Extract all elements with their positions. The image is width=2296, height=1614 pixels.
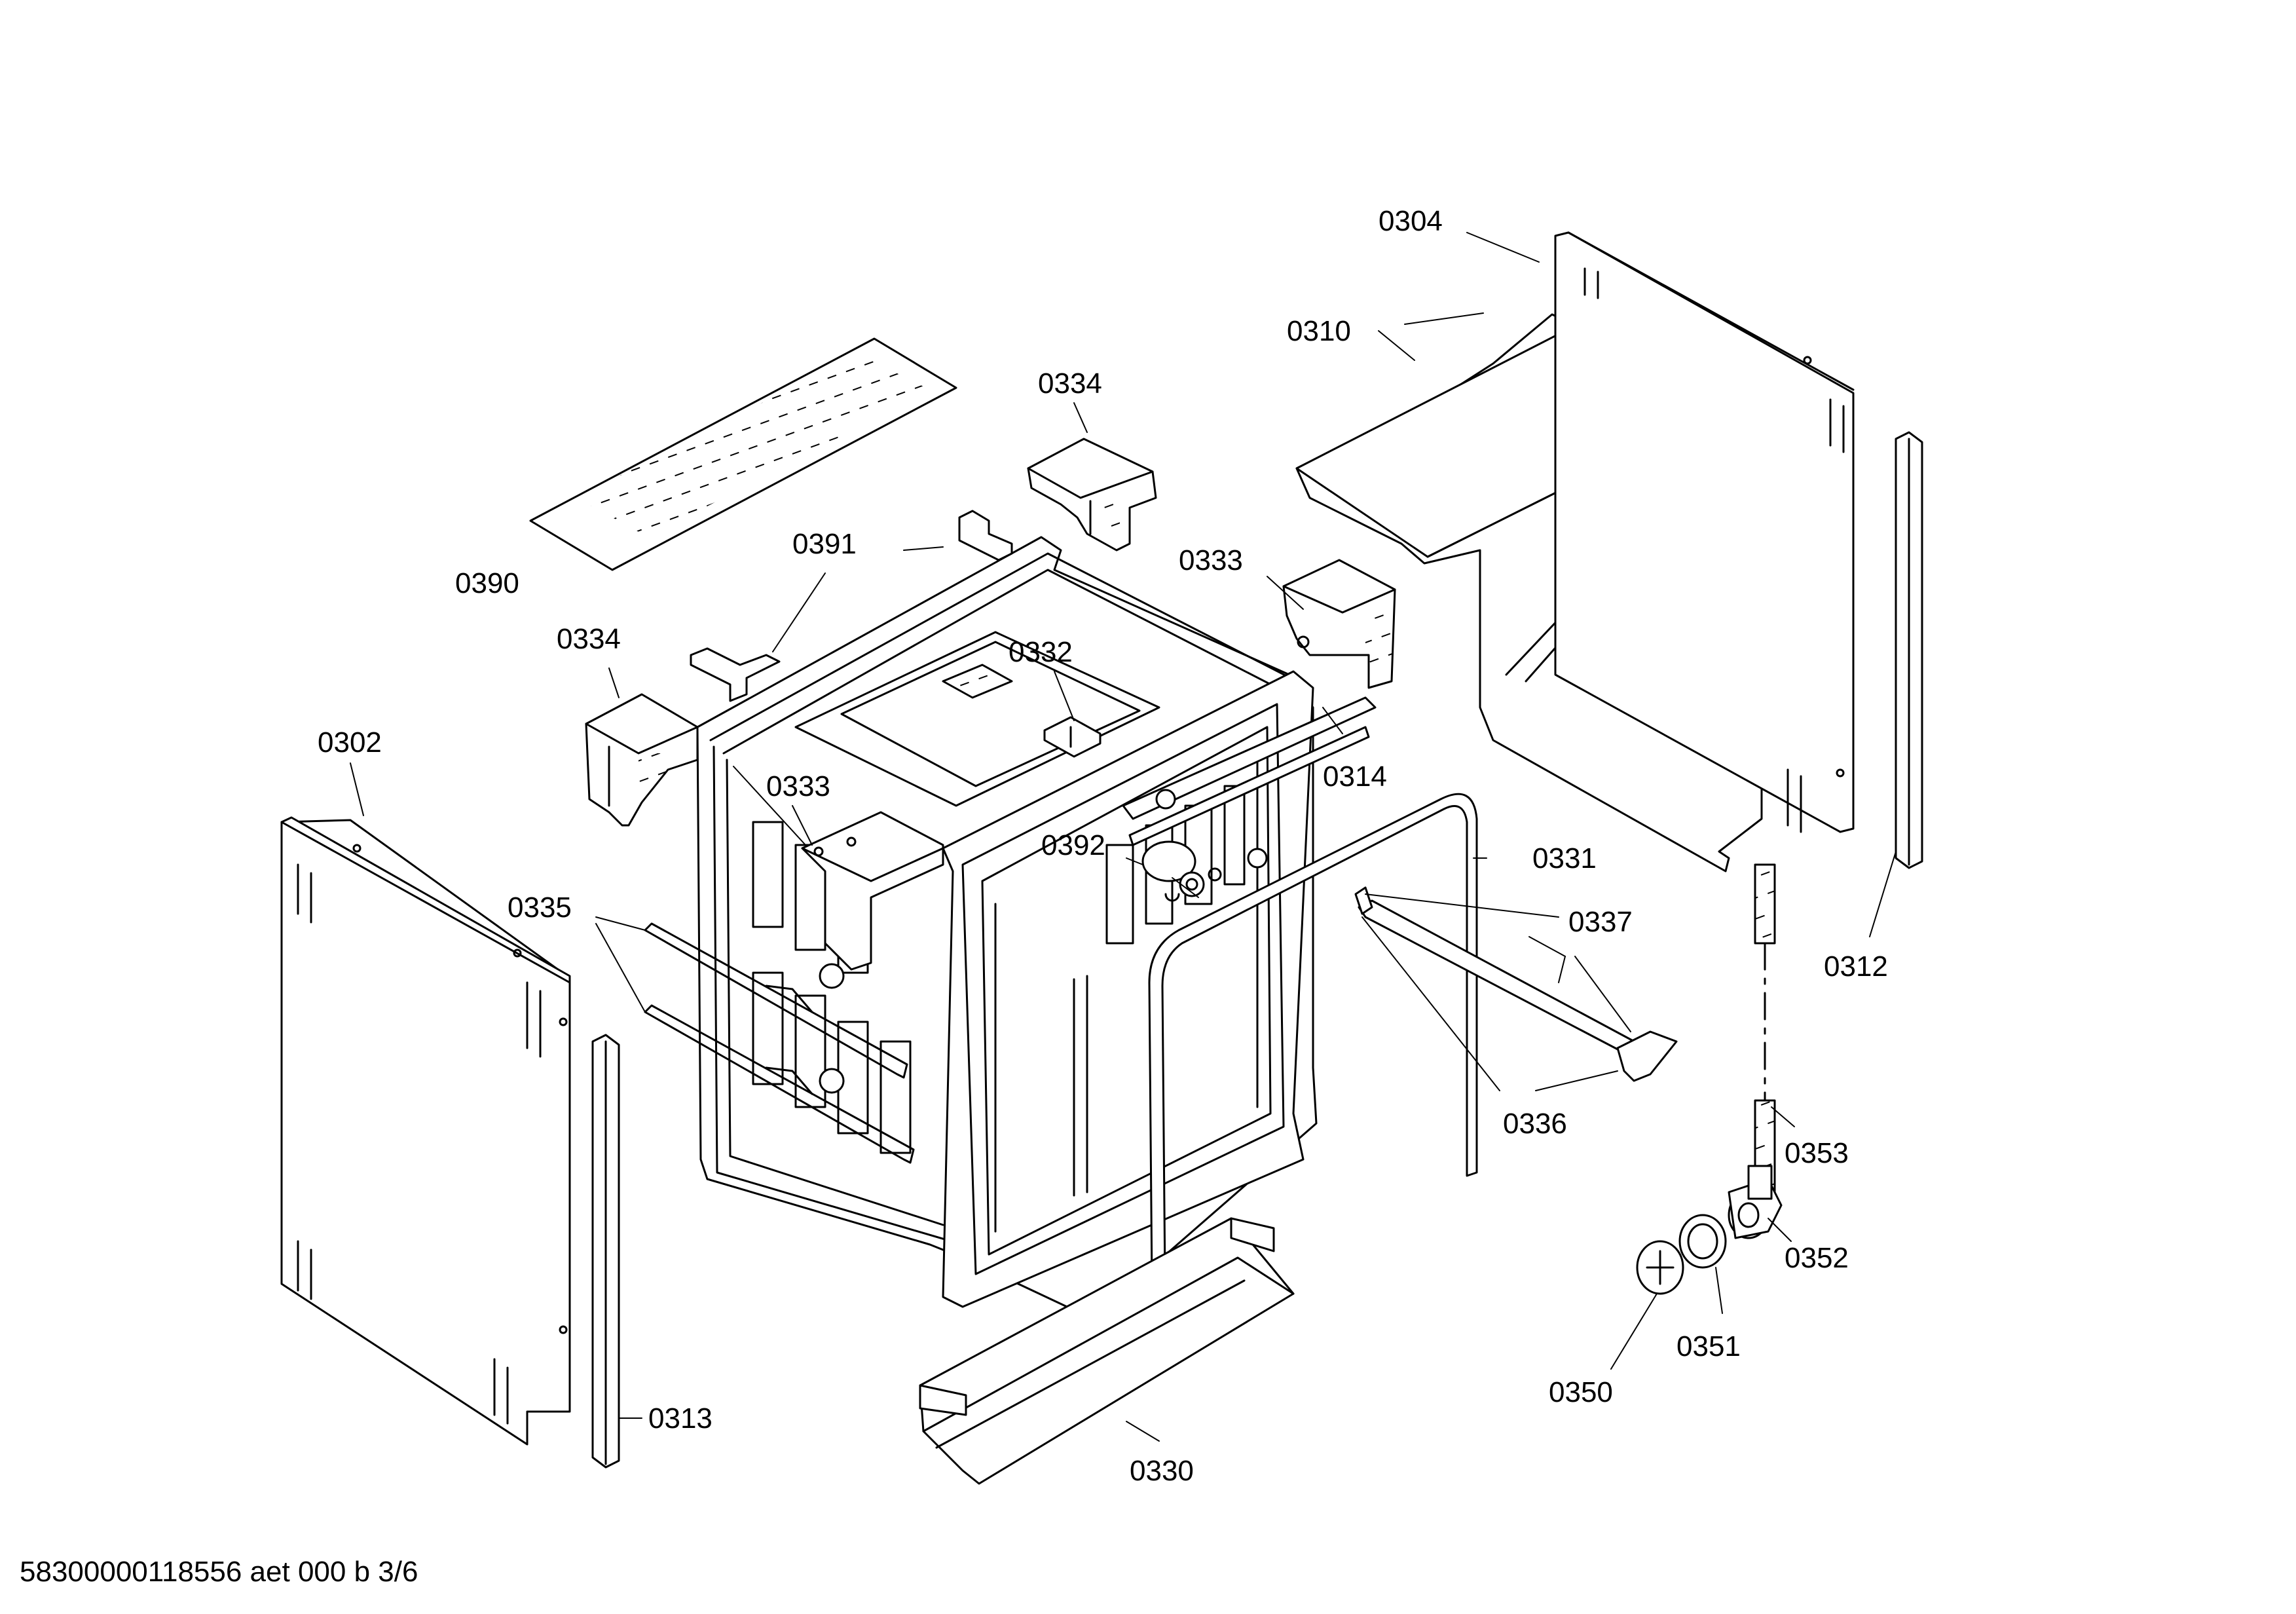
label-0391: 0391 [792, 528, 857, 560]
part-0312-right-strip [1895, 431, 1923, 869]
label-0353: 0353 [1785, 1137, 1849, 1169]
part-0332-top-clip [1043, 716, 1102, 758]
part-0333-right-bracket [1282, 559, 1396, 689]
part-0390-top-film [529, 337, 957, 571]
label-0312: 0312 [1824, 950, 1888, 983]
part-0330-bottom-channel [919, 1217, 1295, 1485]
label-0335: 0335 [508, 891, 572, 924]
label-0310: 0310 [1287, 315, 1351, 347]
part-0302-left-side-panel [280, 816, 571, 1446]
part-labels: 0304 0310 0334 0390 0391 0333 0334 0332 … [318, 205, 1888, 1487]
label-0331: 0331 [1532, 842, 1597, 874]
label-0334-left: 0334 [557, 623, 621, 655]
label-0337: 0337 [1568, 906, 1633, 938]
label-0336: 0336 [1503, 1108, 1567, 1140]
part-tub-body [696, 536, 1318, 1324]
label-0352: 0352 [1785, 1242, 1849, 1274]
label-0333-left: 0333 [766, 770, 830, 802]
label-0330: 0330 [1130, 1455, 1194, 1487]
label-0350: 0350 [1549, 1376, 1613, 1408]
label-0334-top: 0334 [1038, 367, 1102, 400]
part-0350-cap [1636, 1240, 1684, 1295]
part-0335-rails [644, 922, 915, 1164]
part-0336-0337-arm [1354, 886, 1678, 1082]
label-0302: 0302 [318, 726, 382, 759]
document-footer: 58300000118556 aet 000 b 3/6 [20, 1556, 418, 1588]
label-0304: 0304 [1379, 205, 1443, 237]
part-0304-rear-panel [1554, 231, 1855, 833]
label-0392: 0392 [1041, 829, 1105, 861]
part-0313-left-strip [591, 1034, 620, 1469]
part-0334-left-bracket [585, 693, 699, 827]
label-0313: 0313 [648, 1402, 713, 1435]
label-0390: 0390 [455, 567, 519, 599]
part-0392-fittings [1141, 840, 1268, 902]
label-0351: 0351 [1676, 1330, 1741, 1362]
label-0332: 0332 [1009, 636, 1073, 668]
label-0314: 0314 [1323, 760, 1387, 793]
part-0334-top-bracket [1027, 438, 1157, 552]
label-0333-right: 0333 [1179, 544, 1243, 576]
part-0353-hose [1754, 863, 1776, 1193]
part-0331-door-seal [1148, 793, 1478, 1361]
part-0391-brackets [690, 510, 1013, 702]
part-0351-ring [1678, 1214, 1727, 1269]
part-0314-tube [1122, 696, 1377, 846]
part-0352-fitting [1728, 1165, 1783, 1239]
part-0333-left-bracket [801, 811, 944, 971]
leader-lines [350, 232, 1897, 1442]
